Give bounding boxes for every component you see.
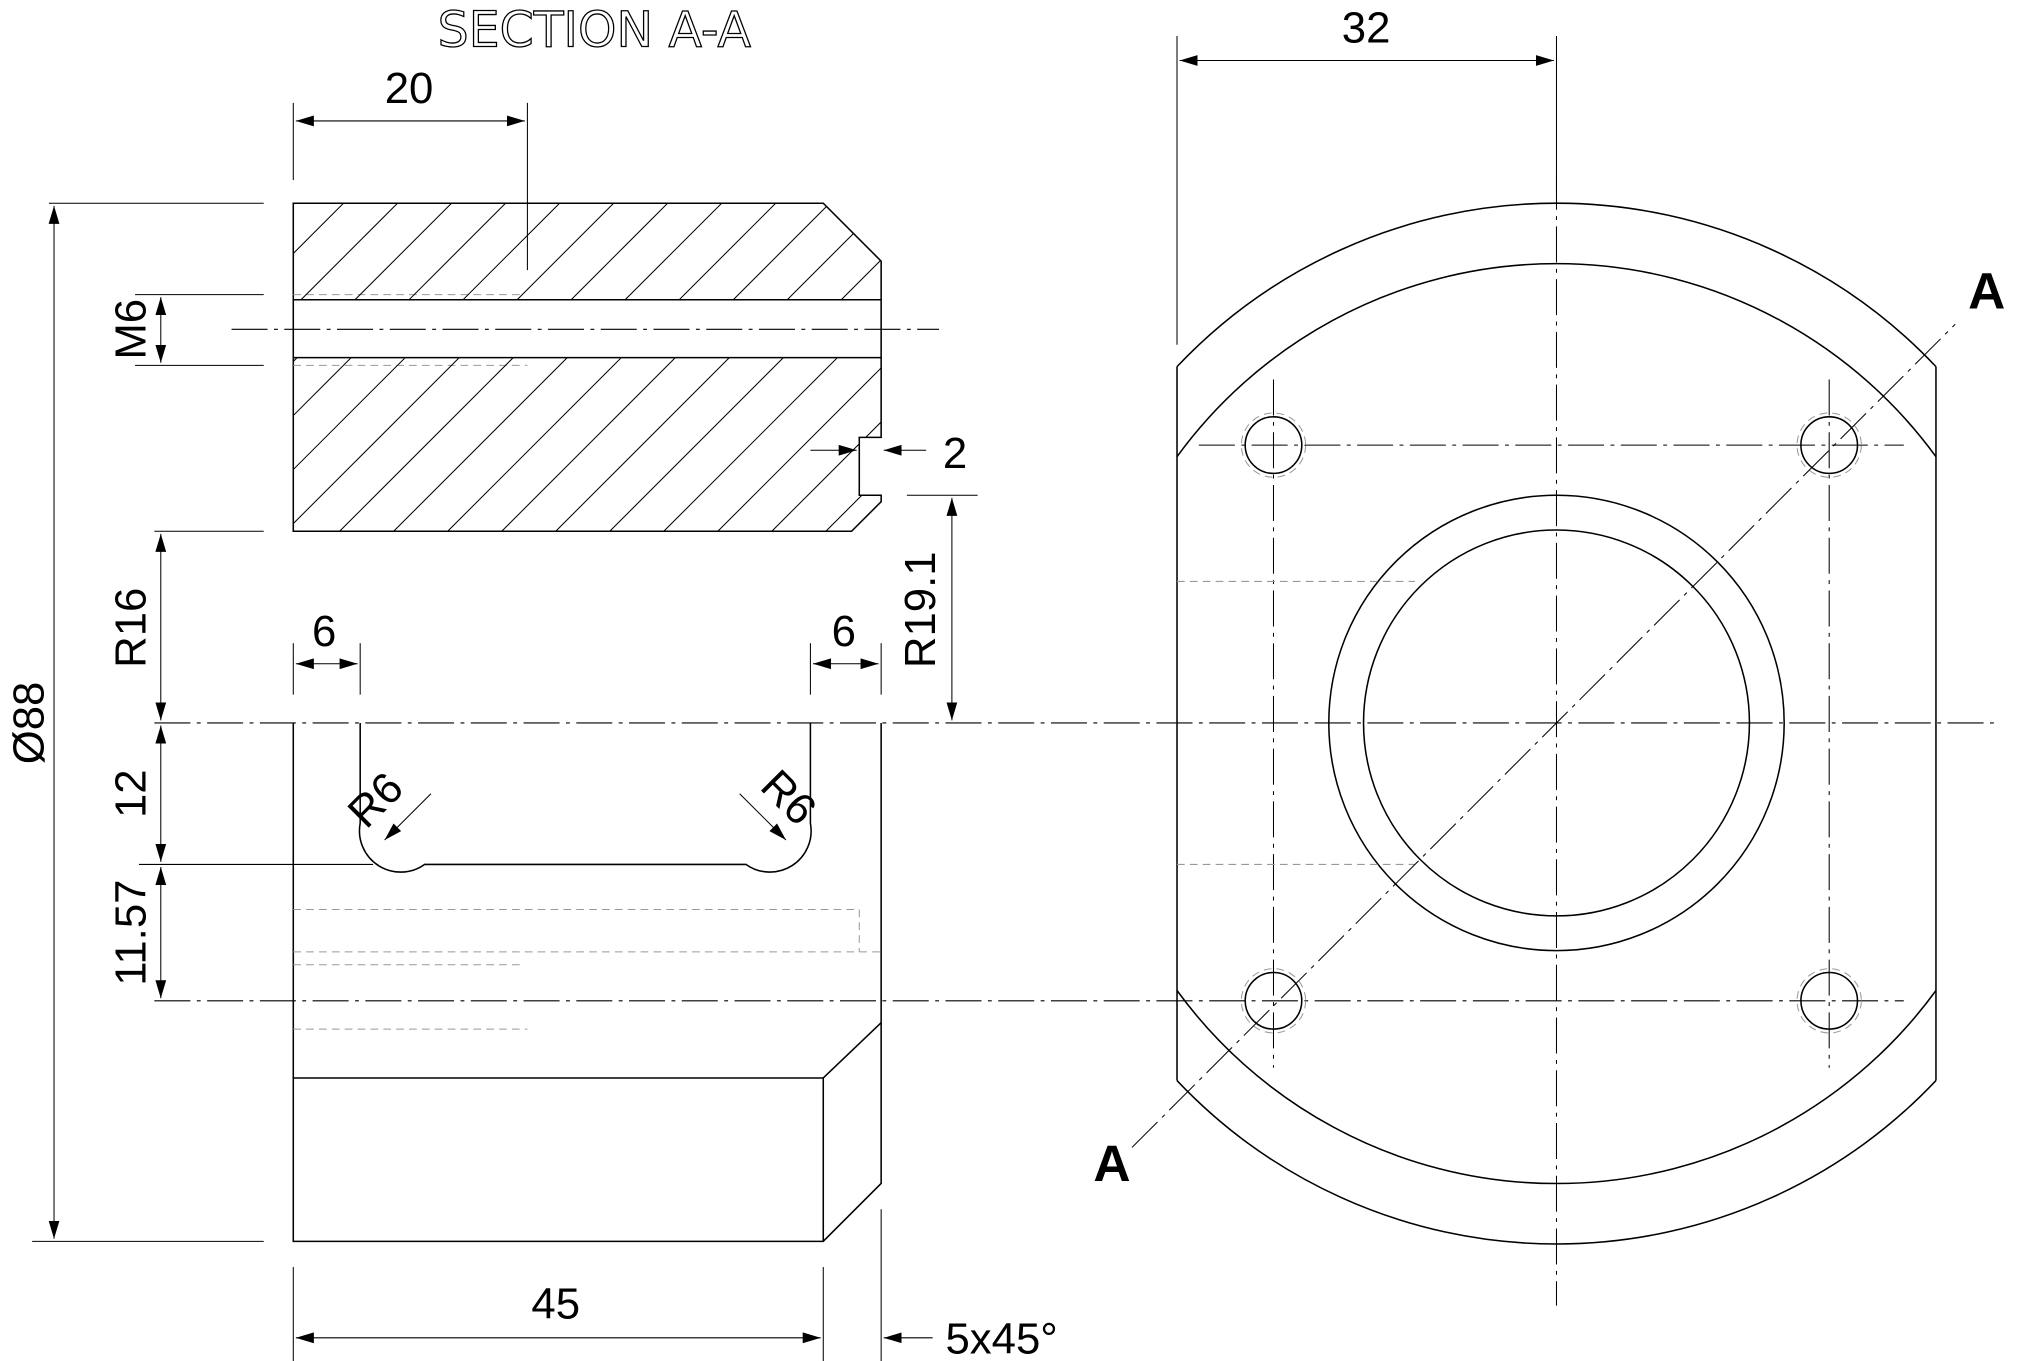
hatch-line (717, 203, 882, 532)
hatch-line (1258, 203, 1586, 531)
svg-text:M6: M6 (106, 299, 155, 360)
hatch-line (501, 203, 831, 532)
side-view (292, 722, 882, 1243)
hatch-line (934, 203, 1262, 531)
svg-text:R19.1: R19.1 (896, 551, 945, 668)
svg-text:R6: R6 (751, 761, 825, 835)
svg-text:11.57: 11.57 (106, 880, 155, 986)
section-title: SECTION A-A (438, 1, 752, 58)
hatch-line (0, 203, 289, 531)
hatch-line (293, 203, 398, 532)
hatch-line (1204, 203, 1532, 531)
hatch-line (988, 203, 1316, 531)
hatch-line (1312, 203, 1640, 531)
hatch-line (293, 203, 452, 532)
svg-text:45: 45 (531, 1280, 580, 1329)
front-view: A A (1093, 173, 2005, 1306)
svg-text:R16: R16 (106, 588, 155, 668)
svg-text:R6: R6 (339, 763, 413, 837)
hatch-line (447, 203, 777, 532)
hatch-line (1042, 203, 1370, 531)
hatch-line (0, 203, 235, 531)
svg-text:6: 6 (312, 607, 336, 656)
svg-text:Ø88: Ø88 (5, 682, 54, 765)
hatch-line (609, 203, 882, 532)
hatch-line (1150, 203, 1478, 531)
svg-text:20: 20 (385, 64, 434, 113)
section-view (0, 202, 1640, 533)
hatch-line (339, 203, 668, 532)
svg-text:6: 6 (832, 607, 856, 656)
hatch-line (293, 203, 344, 532)
svg-text:5x45°: 5x45° (945, 1314, 1057, 1361)
section-label-a-bottom: A (1093, 1134, 1130, 1192)
hatch-line (293, 203, 506, 532)
dimensions: Ø88 M6 R16 12 11.57 20 45 5x45° 6 6 (5, 3, 1558, 1361)
hatch-line (293, 203, 614, 532)
hatch-line (825, 203, 882, 532)
svg-text:12: 12 (106, 769, 155, 818)
hatch-line (1096, 203, 1424, 531)
hatch-line (663, 203, 882, 532)
svg-text:2: 2 (943, 429, 967, 478)
hatch-line (771, 203, 882, 532)
hatch-line (393, 203, 723, 532)
hatch-line (293, 203, 560, 532)
hatch-line (555, 203, 882, 532)
hatch-line (879, 203, 882, 532)
section-label-a-top: A (1968, 262, 2005, 320)
svg-text:32: 32 (1342, 3, 1391, 52)
